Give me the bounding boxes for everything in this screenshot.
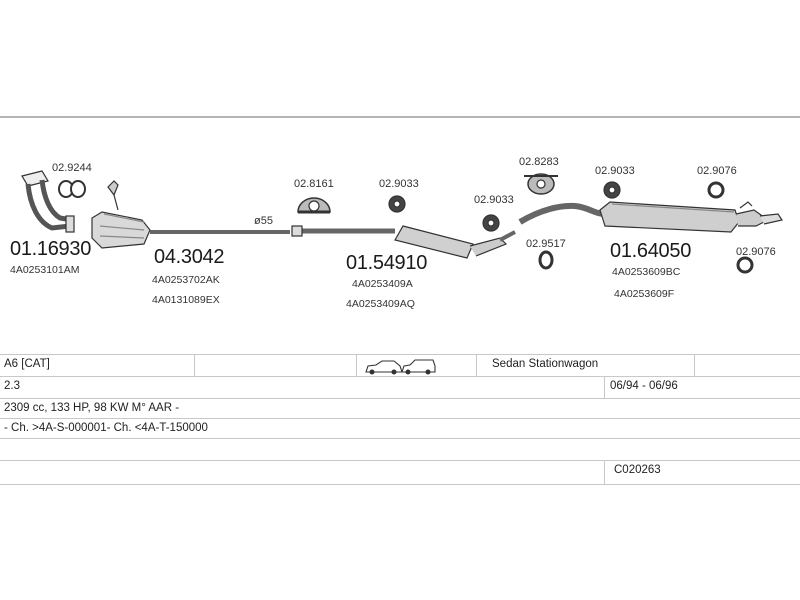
table-rule <box>0 484 800 485</box>
table-divider <box>604 376 605 398</box>
oe-number: 4A0131089EX <box>152 294 220 306</box>
engine-cell: 2.3 <box>4 380 20 392</box>
table-rule <box>0 376 800 377</box>
table-rule <box>0 460 800 461</box>
diagram-top-border <box>0 116 800 118</box>
exhaust-diagram <box>21 170 783 274</box>
code-cell: C020263 <box>614 464 661 476</box>
oe-number: 4A0253101AM <box>10 264 80 276</box>
rear-silencer-icon <box>599 201 783 233</box>
table-divider <box>356 354 357 376</box>
ref-label: 02.9244 <box>52 162 92 174</box>
spec-cell: 2309 cc, 133 HP, 98 KW M° AAR - <box>4 402 180 414</box>
oe-number: 4A0253409AQ <box>346 298 415 310</box>
oe-number: 4A0253409A <box>352 278 413 290</box>
gasket-icon <box>58 180 86 198</box>
part-number: 01.54910 <box>346 252 428 274</box>
sensor-icon <box>107 180 119 211</box>
ref-label: 02.9033 <box>379 178 419 190</box>
table-divider <box>694 354 695 376</box>
table-rule <box>0 418 800 419</box>
ring-icon <box>736 256 754 274</box>
catalytic-converter-icon <box>91 211 290 249</box>
middle-silencer-icon <box>394 225 516 259</box>
part-number: 01.16930 <box>10 238 92 260</box>
ref-label: 02.9076 <box>697 165 737 177</box>
rear-pipe-icon <box>518 202 605 225</box>
table-rule <box>0 354 800 355</box>
ref-label: 02.9033 <box>474 194 514 206</box>
chassis-cell: - Ch. >4A-S-000001- Ch. <4A-T-150000 <box>4 422 208 434</box>
oe-number: 4A0253609F <box>614 288 675 300</box>
stationwagon-icon <box>401 359 436 375</box>
part-number: 04.3042 <box>154 246 225 268</box>
table-rule <box>0 398 800 399</box>
ring-icon <box>538 250 554 270</box>
table-divider <box>194 354 195 376</box>
oe-number: 4A0253609BC <box>612 266 681 278</box>
table-divider <box>476 354 477 376</box>
pipe-diameter-label: ø55 <box>254 215 273 227</box>
rubber-hanger-icon <box>603 181 621 199</box>
intermediate-pipe-icon <box>291 225 395 237</box>
front-pipe-icon <box>21 170 75 233</box>
table-rule <box>0 438 800 439</box>
sedan-icon <box>365 360 403 375</box>
table-divider <box>604 460 605 484</box>
rubber-hanger-icon <box>482 214 500 232</box>
rubber-hanger-icon <box>388 195 406 213</box>
oe-number: 4A0253702AK <box>152 274 220 286</box>
part-number: 01.64050 <box>610 240 692 262</box>
ref-label: 02.9033 <box>595 165 635 177</box>
ring-icon <box>707 181 725 199</box>
body-types-cell: Sedan Stationwagon <box>492 358 599 370</box>
ref-label: 02.9076 <box>736 246 776 258</box>
ref-label: 02.9517 <box>526 238 566 250</box>
clamp-icon <box>297 197 331 214</box>
ref-label: 02.8161 <box>294 178 334 190</box>
clamp-icon <box>524 173 558 195</box>
model-cell: A6 [CAT] <box>4 358 50 370</box>
ref-label: 02.8283 <box>519 156 559 168</box>
years-cell: 06/94 - 06/96 <box>610 380 678 392</box>
